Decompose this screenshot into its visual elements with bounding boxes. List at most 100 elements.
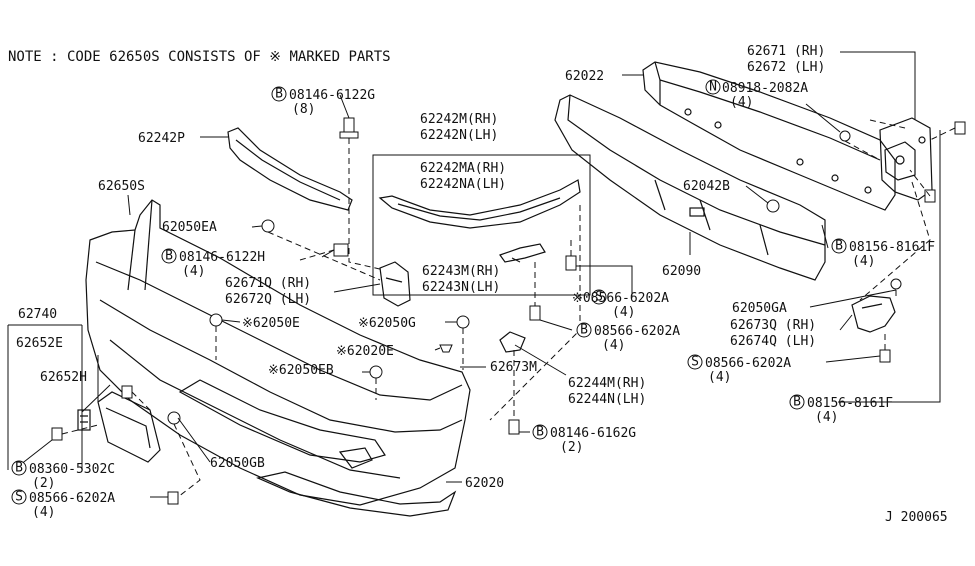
- label-62242na: 62242NA(LH): [420, 177, 506, 192]
- label-08360-5302c-qty: (2): [32, 476, 55, 491]
- badge-s-08566-c: S: [11, 489, 27, 505]
- clip-62050g: [456, 315, 470, 329]
- label-08566-6202a-c: 08566-6202A: [705, 356, 791, 371]
- label-62042b: 62042B: [683, 179, 730, 194]
- svg-text:B: B: [793, 395, 801, 410]
- note-text: NOTE : CODE 62650S CONSISTS OF ※ MARKED …: [8, 49, 391, 65]
- label-08146-6162g: 08146-6162G: [550, 426, 636, 441]
- screw-08566-6202a-b: [879, 349, 891, 363]
- label-62242ma: 62242MA(RH): [420, 161, 506, 176]
- screw-08566-6202a-c: [167, 491, 179, 505]
- label-08146-6162g-qty: (2): [560, 440, 583, 455]
- svg-text:B: B: [580, 323, 588, 338]
- label-62673q: 62673Q (RH): [730, 318, 816, 333]
- label-08156-8161f-b-qty: (4): [815, 410, 838, 425]
- label-62244m: 62244M(RH): [568, 376, 646, 391]
- clip-62050e: [209, 313, 223, 327]
- bolt-08146-6162g: [508, 419, 520, 435]
- label-08146-6122h-qty: (4): [182, 264, 205, 279]
- label-62243m: 62243M(RH): [422, 264, 500, 279]
- label-62672: 62672 (LH): [747, 60, 825, 75]
- clip-62050eb: [369, 365, 383, 379]
- clip-62050ea: [261, 219, 275, 233]
- label-62050gb: 62050GB: [210, 456, 265, 471]
- bumper-reinforcement-62022: [642, 61, 896, 211]
- svg-text:B: B: [165, 249, 173, 264]
- badge-s-08566-b: S: [687, 354, 703, 370]
- label-62673m: 62673M: [490, 360, 537, 375]
- label-62652h: 62652H: [40, 370, 87, 385]
- svg-text:B: B: [15, 461, 23, 476]
- bracket-62244m: [499, 331, 526, 353]
- svg-text:S: S: [595, 290, 603, 305]
- energy-absorber-62090: [554, 94, 826, 281]
- badge-b-08146-6122g: B: [271, 86, 287, 102]
- svg-text:N: N: [709, 80, 717, 95]
- nut-08918-2082a: [839, 130, 851, 142]
- clip-62020e: [439, 344, 453, 353]
- badge-b-08156-8161f-b: B: [789, 394, 805, 410]
- fasteners: [51, 117, 966, 505]
- bolt-08360-upper: [121, 385, 133, 399]
- bolt-08156-8161f-b: [954, 121, 966, 135]
- bracket-62243m: [499, 243, 546, 263]
- bolt-head-08146-6122g: [339, 131, 359, 139]
- label-62674q: 62674Q (LH): [730, 334, 816, 349]
- label-62740: 62740: [18, 307, 57, 322]
- label-08156-8161f-a: 08156-8161F: [849, 240, 935, 255]
- label-08566-6202a-b-qty: (4): [602, 338, 625, 353]
- badge-b-08360: B: [11, 460, 27, 476]
- svg-text:S: S: [691, 355, 699, 370]
- label-08146-6122g: 08146-6122G: [289, 88, 375, 103]
- group-box-62242ma: [372, 154, 591, 296]
- label-08918-qty: (4): [730, 95, 753, 110]
- label-62671q: 62671Q (RH): [225, 276, 311, 291]
- label-62243n: 62243N(LH): [422, 280, 500, 295]
- svg-text:B: B: [275, 87, 283, 102]
- svg-text:B: B: [835, 239, 843, 254]
- label-62090: 62090: [662, 264, 701, 279]
- diagram-id: J 200065: [885, 510, 948, 525]
- label-62020: 62020: [465, 476, 504, 491]
- label-62242m: 62242M(RH): [420, 112, 498, 127]
- label-62672q: 62672Q (LH): [225, 292, 311, 307]
- label-62050eb: ※62050EB: [268, 363, 334, 378]
- bracket-62671q: [379, 261, 411, 307]
- bolt-08566-6202a: [529, 305, 541, 321]
- label-62022: 62022: [565, 69, 604, 84]
- label-08146-6122g-qty: (8): [292, 102, 315, 117]
- label-62652e: 62652E: [16, 336, 63, 351]
- label-62650s: 62650S: [98, 179, 145, 194]
- label-62244n: 62244N(LH): [568, 392, 646, 407]
- badge-b-08146-6162g: B: [532, 424, 548, 440]
- label-62671: 62671 (RH): [747, 44, 825, 59]
- label-62020e: ※62020E: [336, 344, 394, 359]
- svg-text:S: S: [15, 490, 23, 505]
- label-08360-5302c: 08360-5302C: [29, 462, 115, 477]
- bolt-08146-6122h: [333, 243, 349, 257]
- label-08566-6202a-c-qty: (4): [708, 370, 731, 385]
- label-62050e: ※62050E: [242, 316, 300, 331]
- label-08156-8161f-a-qty: (4): [852, 254, 875, 269]
- bolt-08360-5302c: [51, 427, 63, 441]
- label-08566-6202a-b: 08566-6202A: [594, 324, 680, 339]
- label-62242n: 62242N(LH): [420, 128, 498, 143]
- license-bracket-62652e: [97, 391, 161, 463]
- clip-62652h: [77, 409, 91, 431]
- label-08566-6202a-d-qty: (4): [32, 505, 55, 520]
- lower-trim-62020: [256, 471, 457, 517]
- svg-text:B: B: [536, 425, 544, 440]
- clip-62050ga: [890, 278, 902, 290]
- clip-62042b: [766, 199, 780, 213]
- bracket-62673q: [851, 295, 896, 333]
- label-62242p: 62242P: [138, 131, 185, 146]
- center-bracket-62242ma: [378, 179, 581, 229]
- badge-b-08156-8161f-a: B: [831, 238, 847, 254]
- label-08566-6202a-d: 08566-6202A: [29, 491, 115, 506]
- label-08156-8161f-b: 08156-8161F: [807, 396, 893, 411]
- label-08146-6122h: 08146-6122H: [179, 250, 265, 265]
- label-62050ga: 62050GA: [732, 301, 787, 316]
- label-62050g: ※62050G: [358, 316, 416, 331]
- bolt-08146-6122g: [343, 117, 355, 133]
